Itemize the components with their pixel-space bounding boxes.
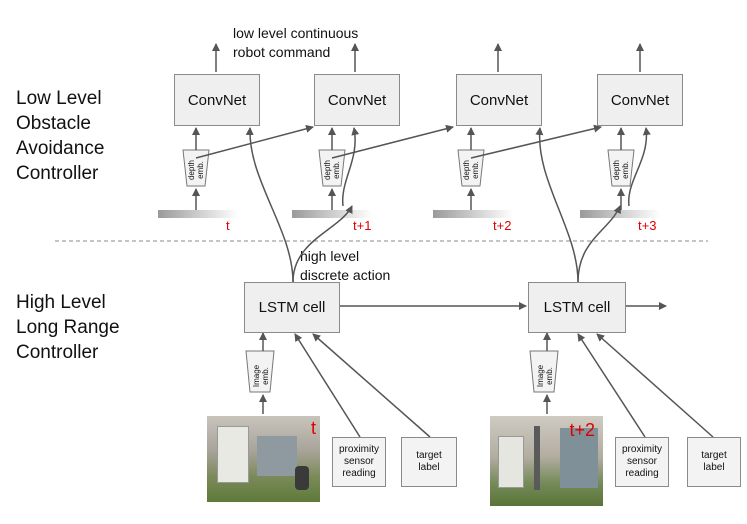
label-line: Controller: [16, 342, 99, 363]
box-line: label: [418, 462, 440, 473]
emb-line: depth: [462, 159, 471, 181]
recurrent-arrow: [331, 124, 454, 159]
time-bar: [433, 210, 513, 218]
depth-emb-shape: [457, 149, 485, 187]
target-to-lstm-arrow: [596, 333, 714, 438]
time-bar: [580, 210, 660, 218]
depth-emb-shape: [182, 149, 210, 187]
box-line: label: [703, 462, 725, 473]
emb-line: emb.: [332, 161, 341, 179]
label-line: Long Range: [16, 317, 120, 338]
proximity-to-lstm-arrow: [577, 333, 646, 438]
depth-emb-shape: [607, 149, 635, 187]
depth-emb-shape: [318, 149, 346, 187]
lstm-to-timeline-arrow: [292, 205, 353, 283]
note-line: robot command: [233, 44, 331, 60]
time-label: t+2: [493, 218, 512, 233]
convnet-label: ConvNet: [327, 91, 387, 109]
box-line: proximity: [338, 444, 379, 455]
photo-cubicle: [217, 426, 249, 483]
emb-line: depth: [323, 159, 332, 181]
note-line: low level continuous: [233, 25, 359, 41]
emb-line: depth: [187, 159, 196, 181]
emb-line: emb.: [261, 367, 270, 385]
image-emb-shape: [245, 350, 275, 393]
low-level-controller-label: Low Level Obstacle Avoidance Controller: [16, 86, 104, 186]
lstm-label: LSTM cell: [543, 299, 611, 316]
emb-line: emb.: [545, 367, 554, 385]
emb-line: Image: [536, 364, 545, 388]
camera-image: t: [207, 416, 320, 502]
proximity-to-lstm-arrow: [294, 333, 361, 438]
lstm-cell-box: LSTM cell: [244, 282, 340, 333]
note-line: discrete action: [300, 267, 391, 283]
emb-line: emb.: [621, 161, 630, 179]
note-line: high level: [300, 248, 360, 264]
convnet-label: ConvNet: [187, 91, 247, 109]
label-line: Avoidance: [16, 138, 105, 159]
photo-pillar: [534, 426, 540, 490]
emb-line: Image: [252, 364, 261, 388]
box-line: sensor: [343, 456, 374, 467]
emb-line: emb.: [471, 161, 480, 179]
image-time-label: t+2: [569, 420, 595, 440]
convnet-label: ConvNet: [469, 91, 529, 109]
curve-arrow: [341, 127, 360, 207]
box-line: target: [701, 450, 727, 461]
emb-line: depth: [612, 159, 621, 181]
time-label: t+3: [638, 218, 657, 233]
time-bar: [292, 210, 372, 218]
time-bar: [158, 210, 238, 218]
box-line: sensor: [626, 456, 657, 467]
photo-window: [257, 436, 297, 476]
lstm-to-convnet-arrow: [535, 127, 579, 283]
time-label: t: [226, 218, 230, 233]
label-line: Obstacle: [16, 113, 91, 134]
box-line: target: [416, 450, 442, 461]
lstm-cell-box: LSTM cell: [528, 282, 626, 333]
high-level-action-note: high level discrete action: [300, 247, 390, 285]
box-line: proximity: [621, 444, 662, 455]
high-level-controller-label: High Level Long Range Controller: [16, 290, 120, 365]
low-level-command-note: low level continuous robot command: [233, 24, 358, 62]
box-line: reading: [342, 468, 376, 479]
photo-window: [560, 428, 598, 488]
recurrent-arrow: [195, 124, 314, 159]
lstm-to-convnet-arrow: [245, 127, 294, 283]
convnet-box: ConvNet: [174, 74, 260, 126]
label-line: Controller: [16, 163, 99, 184]
box-line: reading: [625, 468, 659, 479]
convnet-box: ConvNet: [456, 74, 542, 126]
image-time-label: t: [310, 418, 316, 438]
camera-image: t+2: [490, 416, 603, 506]
photo-chair: [295, 466, 309, 490]
emb-line: emb.: [196, 161, 205, 179]
lstm-to-timeline-arrow: [577, 205, 621, 283]
convnet-box: ConvNet: [597, 74, 683, 126]
convnet-label: ConvNet: [610, 91, 670, 109]
photo-cubicle: [498, 436, 524, 488]
time-label: t+1: [353, 218, 372, 233]
label-line: High Level: [16, 292, 106, 313]
target-to-lstm-arrow: [312, 333, 431, 438]
image-emb-shape: [529, 350, 559, 393]
curve-arrow: [628, 127, 651, 207]
label-line: Low Level: [16, 88, 102, 109]
convnet-box: ConvNet: [314, 74, 400, 126]
recurrent-arrow: [470, 124, 602, 159]
lstm-label: LSTM cell: [258, 299, 326, 316]
